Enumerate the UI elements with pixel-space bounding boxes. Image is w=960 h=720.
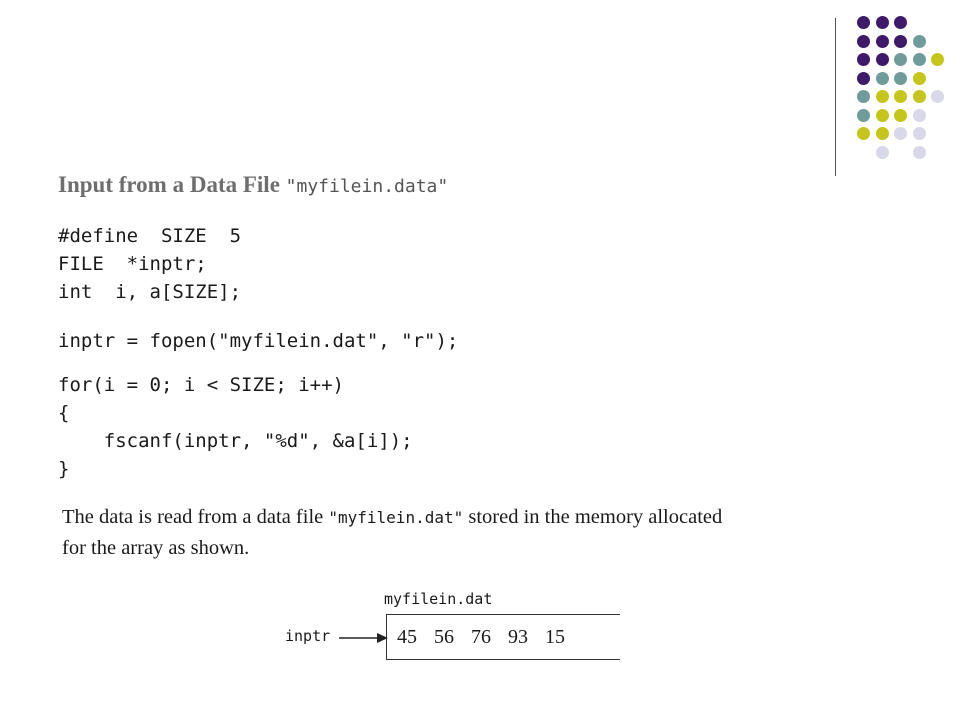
decorative-dot xyxy=(894,34,907,48)
decorative-dot xyxy=(875,127,889,140)
decorative-dot xyxy=(857,16,870,29)
code-line: inptr = fopen("myfilein.dat", "r"); xyxy=(58,330,459,352)
code-line: #define SIZE 5 xyxy=(58,225,242,247)
file-value: 93 xyxy=(508,626,528,648)
decorative-dot xyxy=(894,90,907,103)
decorative-dot xyxy=(875,71,889,85)
decorative-dot xyxy=(857,34,870,48)
description-text: stored in the memory allocated xyxy=(463,506,723,528)
decorative-dot xyxy=(875,108,889,122)
file-value: 45 xyxy=(397,626,417,648)
decorative-dot xyxy=(894,71,907,85)
decorative-dot xyxy=(931,53,944,66)
decorative-dot xyxy=(894,127,907,140)
code-line: { xyxy=(58,402,70,424)
decorative-dot xyxy=(912,108,926,122)
decorative-dot-grid xyxy=(0,0,960,180)
code-loop: for(i = 0; i < SIZE; i++) { fscanf(inptr,… xyxy=(58,371,413,483)
decorative-dot xyxy=(857,71,870,85)
file-value: 56 xyxy=(434,626,454,648)
file-value: 15 xyxy=(545,626,565,648)
description-filename: "myfilein.dat" xyxy=(328,508,464,527)
code-line: for(i = 0; i < SIZE; i++) xyxy=(58,374,344,396)
pointer-arrow-icon xyxy=(339,633,388,643)
heading-filename: "myfilein.data" xyxy=(285,176,449,197)
decorative-dot xyxy=(857,108,870,122)
decorative-dot xyxy=(875,90,889,103)
pointer-label: inptr xyxy=(285,627,331,645)
file-contents-box xyxy=(386,614,620,660)
decorative-dot xyxy=(931,90,944,103)
heading-text: Input from a Data File xyxy=(58,172,286,197)
decorative-dot xyxy=(912,34,926,48)
decorative-dot xyxy=(875,16,889,29)
description-paragraph: The data is read from a data file "myfil… xyxy=(62,502,862,563)
decorative-dot xyxy=(857,53,870,66)
decorative-dot xyxy=(912,71,926,85)
file-values: 45 56 76 93 15 xyxy=(397,626,569,649)
code-line: fscanf(inptr, "%d", &a[i]); xyxy=(58,430,413,452)
decorative-divider-line xyxy=(835,18,836,176)
file-label: myfilein.dat xyxy=(384,590,493,608)
code-line: FILE *inptr; xyxy=(58,253,207,275)
code-line: } xyxy=(58,458,70,480)
decorative-dot xyxy=(894,108,907,122)
slide-heading: Input from a Data File "myfilein.data" xyxy=(58,172,448,198)
decorative-dot xyxy=(894,16,907,29)
code-fopen: inptr = fopen("myfilein.dat", "r"); xyxy=(58,327,458,355)
file-value: 76 xyxy=(471,626,491,648)
decorative-dot xyxy=(912,90,926,103)
decorative-dot xyxy=(857,90,870,103)
decorative-dot xyxy=(857,127,870,140)
decorative-dot xyxy=(912,145,926,159)
decorative-dot xyxy=(875,34,889,48)
code-line: int i, a[SIZE]; xyxy=(58,281,242,303)
code-declarations: #define SIZE 5 FILE *inptr; int i, a[SIZE]… xyxy=(58,222,241,306)
decorative-dot xyxy=(894,53,907,66)
decorative-dot xyxy=(875,53,889,66)
decorative-dot xyxy=(875,145,889,159)
decorative-dot xyxy=(912,53,926,66)
description-text: The data is read from a data file xyxy=(62,506,329,528)
decorative-dot xyxy=(912,127,926,140)
description-text: for the array as shown. xyxy=(62,537,250,559)
